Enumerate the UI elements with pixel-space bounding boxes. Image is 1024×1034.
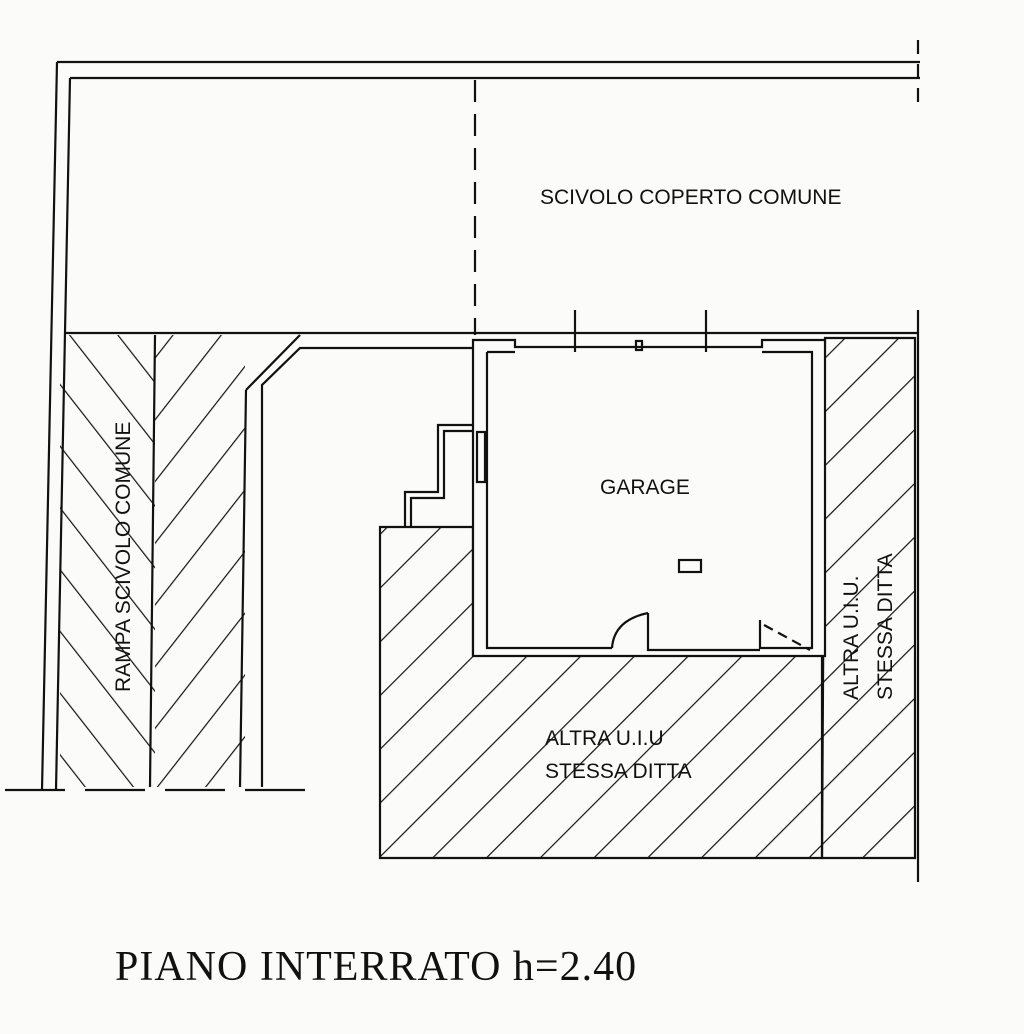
label-other-unit-right-2: STESSA DITTA	[874, 553, 897, 700]
stairs	[403, 423, 473, 527]
label-other-unit-bottom-2: STESSA DITTA	[545, 760, 692, 783]
outer-boundary	[5, 40, 920, 882]
label-other-unit-bottom-1: ALTRA U.I.U	[545, 727, 664, 750]
plan-title: PIANO INTERRATO h=2.40	[115, 944, 637, 990]
label-ramp: RAMPA SCIVOLO COMUNE	[112, 422, 135, 692]
label-other-unit-right-1: ALTRA U.I.U.	[840, 576, 863, 700]
other-unit-right-area	[820, 336, 917, 860]
garage-walls	[471, 310, 827, 658]
ramp-area	[60, 334, 473, 788]
label-covered-ramp: SCIVOLO COPERTO COMUNE	[540, 186, 841, 209]
label-garage: GARAGE	[600, 476, 690, 499]
